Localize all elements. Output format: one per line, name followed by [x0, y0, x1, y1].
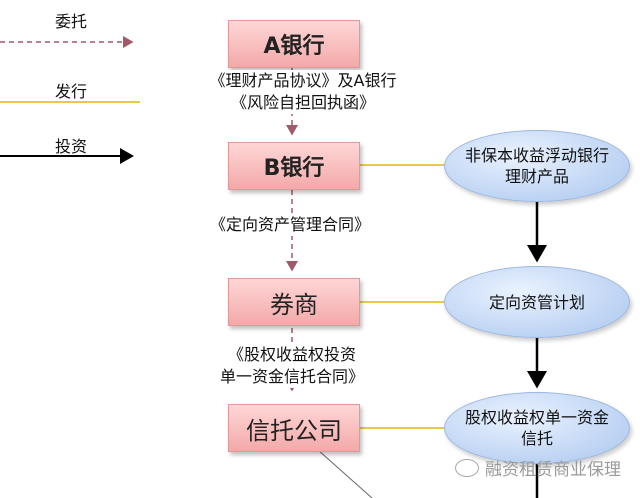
node-bank-a: A银行	[228, 20, 360, 68]
contract-3-line-1: 《股权收益权投资	[227, 345, 356, 364]
legend-entrust-label: 委托	[55, 12, 88, 31]
contract-1-line-2: 《风险自担回执函》	[230, 93, 375, 112]
watermark-text: 融资租赁商业保理	[485, 460, 621, 480]
node-broker: 券商	[228, 278, 360, 326]
contract-label-2: 《定向资产管理合同》	[192, 214, 388, 236]
product-trust-plan: 股权收益权单一资金信托	[444, 392, 630, 464]
node-trust: 信托公司	[228, 404, 360, 452]
wechat-icon	[455, 458, 479, 477]
contract-2-line-1: 《定向资产管理合同》	[209, 215, 370, 234]
legend-invest-label: 投资	[55, 137, 88, 156]
contract-1-line-1: 《理财产品协议》及A银行	[209, 71, 397, 90]
contract-label-1: 《理财产品协议》及A银行 《风险自担回执函》	[196, 70, 410, 114]
watermark: 融资租赁商业保理	[455, 455, 621, 480]
product-wealth: 非保本收益浮动银行理财产品	[444, 130, 630, 202]
product-asset-plan: 定向资管计划	[444, 266, 630, 338]
trust-outflow-line	[317, 449, 373, 498]
node-bank-b: B银行	[228, 142, 360, 190]
contract-label-3: 《股权收益权投资 单一资金信托合同》	[212, 344, 372, 388]
contract-3-line-2: 单一资金信托合同》	[219, 367, 364, 386]
legend-issue-label: 发行	[55, 82, 88, 101]
